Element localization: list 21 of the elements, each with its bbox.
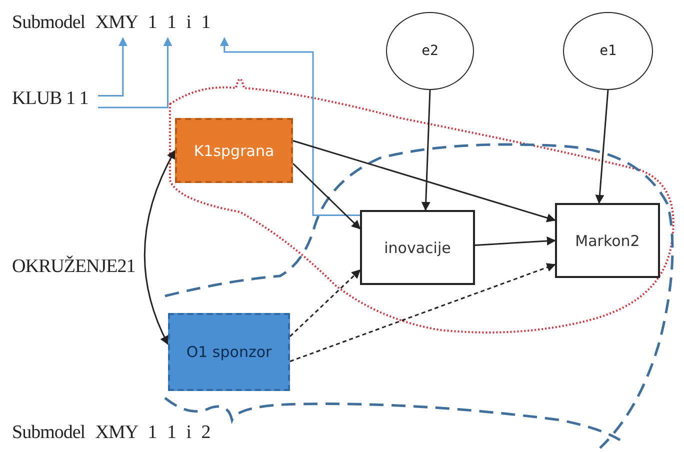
arrow	[98, 37, 128, 97]
arrow	[289, 269, 361, 337]
arrow	[292, 140, 556, 222]
process-box: inovacije	[360, 210, 475, 285]
arrow	[595, 90, 609, 204]
process-box: O1 sponzor	[168, 313, 290, 391]
node-label: KLUB 1 1	[12, 88, 88, 110]
arrow	[292, 162, 361, 230]
arrow	[290, 263, 556, 362]
error-ellipse: e2	[386, 12, 474, 90]
arrow	[220, 37, 360, 216]
text-label: OKRUŽENJE21	[12, 256, 136, 278]
arrow	[421, 90, 431, 211]
node-label: Submodel XMY 1 1 i 1	[12, 12, 210, 34]
process-box: K1spgrana	[175, 118, 293, 183]
error-ellipse: e1	[563, 12, 653, 90]
text-label: Submodel XMY 1 1 i 2	[12, 422, 210, 444]
arrow	[144, 150, 176, 345]
arrow	[98, 37, 172, 108]
arrow	[474, 236, 556, 246]
process-box: Markon2	[555, 203, 660, 278]
